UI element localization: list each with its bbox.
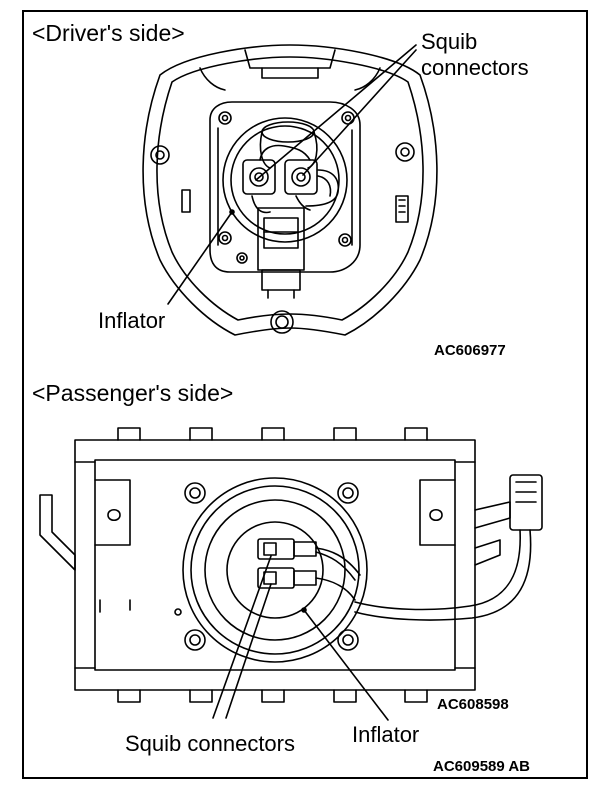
driver-airbag-module xyxy=(143,45,437,335)
leader-squib-1 xyxy=(256,45,416,180)
passenger-heading: <Passenger's side> xyxy=(32,380,234,406)
driver-inflator-label: Inflator xyxy=(98,308,166,333)
driver-heading: <Driver's side> xyxy=(32,20,185,46)
passenger-airbag-module xyxy=(40,428,542,720)
leader-inflator xyxy=(304,610,388,720)
driver-figure-code: AC606977 xyxy=(434,342,506,359)
driver-squib-label-line1: Squib xyxy=(421,29,478,54)
passenger-inflator-label: Inflator xyxy=(352,722,420,747)
leader-squib-2 xyxy=(303,50,416,175)
figure-code: AC609589 AB xyxy=(433,758,530,775)
figure-frame xyxy=(22,10,588,779)
driver-squib-label-line2: connectors xyxy=(421,55,529,80)
passenger-figure-code: AC608598 xyxy=(437,696,509,713)
leader-squib-2 xyxy=(226,584,271,718)
leader-inflator xyxy=(168,212,232,304)
leader-squib-1 xyxy=(213,556,271,718)
passenger-squib-label: Squib connectors xyxy=(125,731,295,756)
